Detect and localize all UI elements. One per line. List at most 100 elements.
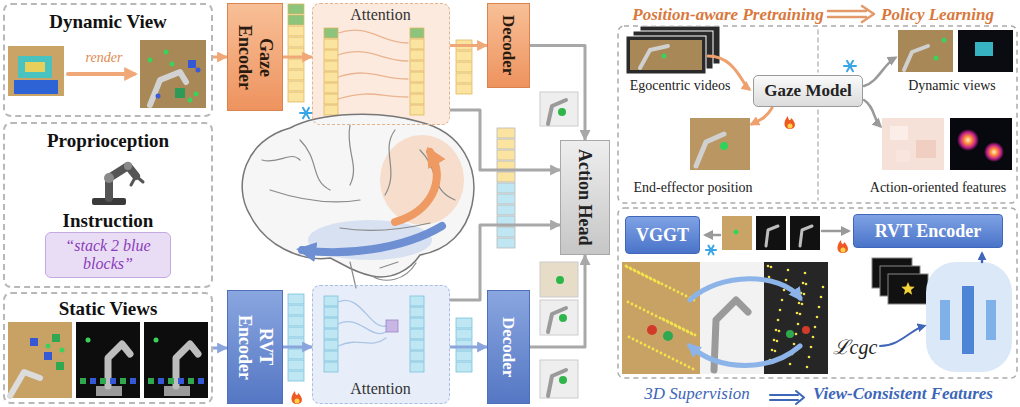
illustration-part [104,173,114,183]
illustration-part [540,360,578,398]
illustration-part [131,176,143,185]
illustration-part [80,378,86,384]
illustration-part [637,271,640,274]
illustration-part [647,311,650,314]
illustration-part [108,344,130,386]
illustration-part [338,322,386,334]
illustration-part [796,312,799,315]
illustration-part [808,356,811,359]
illustration-part [156,94,161,99]
figure-label: ℒcgc [832,336,878,359]
heading-text: Instruction [5,210,211,232]
illustration-part [548,370,566,396]
illustration-part [497,139,515,149]
connector-arrow [450,225,560,300]
illustration-part [324,50,338,60]
illustration-part [338,94,408,99]
illustration-part [655,315,658,318]
illustration-part [686,330,689,333]
illustration-part [559,376,567,384]
illustration-part [410,72,424,82]
connector-arrow [213,347,227,350]
illustration-part [768,276,771,279]
illustration-part [696,134,724,166]
illustration-part [630,268,633,271]
illustration-part [628,336,631,339]
illustration-part [295,399,300,404]
illustration-part [766,226,778,246]
illustration-part [338,338,386,346]
input-panel: Static Views [3,292,213,404]
figure-label: Egocentric videos [618,78,742,94]
illustration-part [410,296,424,306]
illustration-part [324,296,338,306]
illustration-part [986,300,996,340]
illustration-part [670,322,673,325]
illustration-part [683,329,686,332]
illustration-part [802,282,805,285]
illustration-part [497,128,515,138]
illustration-part [690,279,800,300]
illustration-part [288,4,304,14]
illustration-part [52,334,60,342]
illustration-part [385,130,395,195]
illustration-part [662,54,667,59]
illustration-part [709,246,714,255]
illustration-part [242,114,474,277]
illustration-part [410,94,424,104]
illustration-part [618,26,1017,203]
illustration-part [793,343,796,346]
illustration-part [644,344,647,347]
illustration-part [677,291,680,294]
heading-text: Proprioception [5,130,211,152]
heading-text: Dynamic View [5,11,211,33]
illustration-part [635,305,638,308]
illustration-part [767,265,770,268]
illustration-part [820,296,823,299]
illustration-part [556,276,564,284]
illustration-part [817,30,819,200]
illustration-part [942,38,947,43]
illustration-part [822,230,848,233]
node-label: Decoder [499,317,519,377]
illustration-part [324,307,338,317]
illustration-part [324,340,338,350]
illustration-part [349,125,354,185]
illustration-part [338,73,408,79]
illustration-part [816,316,819,319]
illustration-part [639,307,642,310]
illustration-part [90,378,96,384]
illustration-part [395,152,437,222]
illustration-part [709,246,714,255]
illustration-part [120,378,126,384]
illustration-part [940,300,950,340]
illustration-part [380,262,398,268]
illustration-part [14,80,58,94]
illustration-part [18,56,52,78]
illustration-part [810,346,813,349]
illustration-part [410,329,424,339]
illustration-part [638,272,641,275]
heading-text: Attention [313,6,448,24]
node-label: RVT Encoder [234,297,275,397]
illustration-part [720,142,728,150]
illustration-part [662,318,665,321]
illustration-part [176,344,198,386]
illustration-part [497,172,515,182]
illustration-part [8,46,64,96]
illustration-part [410,318,424,328]
connector-arrow [450,346,487,349]
illustration-part [324,61,338,71]
connector-arrow [530,255,585,347]
attention-box: Attention [312,285,450,404]
illustration-part [188,378,194,384]
illustration-part [926,262,1012,372]
illustration-part [981,254,984,262]
illustration-part [666,320,669,323]
illustration-part [642,274,645,277]
illustration-part [828,11,866,17]
illustration-part [629,267,632,270]
encoder-box: Gaze Encoder [227,3,283,111]
illustration-part [303,108,309,118]
illustration-part [497,183,515,193]
